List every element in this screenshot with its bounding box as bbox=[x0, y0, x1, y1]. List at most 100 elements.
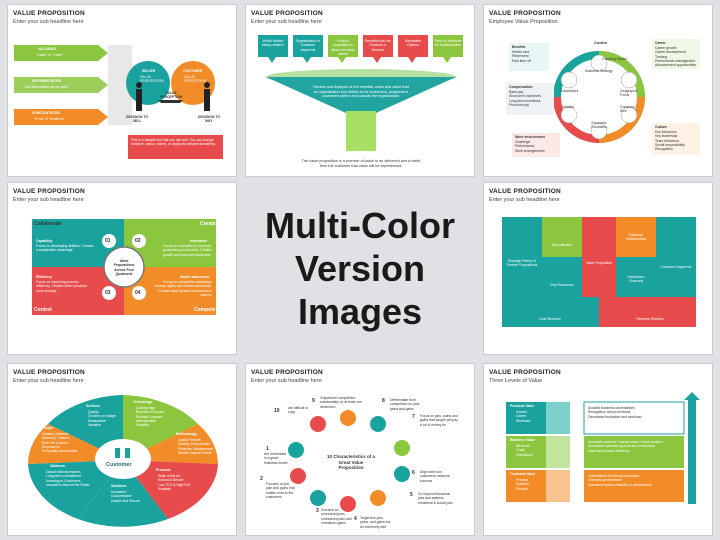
quadrant-num-3: 03 bbox=[105, 290, 111, 296]
item-6-num: 6 bbox=[412, 470, 415, 476]
slide-title: VALUE PROPOSITION bbox=[13, 369, 85, 376]
item-10-num: 10 bbox=[274, 408, 280, 414]
item-8-num: 8 bbox=[382, 398, 385, 404]
canvas-box-1: Strategic Partner & Partner Propositions bbox=[506, 259, 538, 268]
bar-3-head: SUBSTANTIATED bbox=[32, 111, 61, 115]
item-6-text: Align with how customers measure success bbox=[420, 470, 450, 483]
seg-3: Company Size bbox=[620, 105, 635, 114]
canvas-diagram bbox=[502, 217, 696, 327]
funnel-box-1: Which Market being created? bbox=[261, 39, 285, 48]
benefits-label: Benefits bbox=[512, 45, 526, 49]
customer-label: CUSTOMER bbox=[183, 69, 203, 73]
products-label: Products bbox=[156, 468, 171, 472]
item-2-text: Focuses on job, pain and gains that matt… bbox=[266, 482, 295, 499]
efficiency-label: Efficiency bbox=[36, 275, 53, 279]
quadrant-num-4: 04 bbox=[135, 290, 141, 296]
item-4-text: Target few jobs, pains, and gains but do… bbox=[360, 516, 391, 529]
slide-thumb-4[interactable]: VALUE PROPOSITION Enter your sub headlin… bbox=[7, 182, 237, 355]
slide-thumb-6[interactable]: VALUE PROPOSITION Enter your sub headlin… bbox=[7, 363, 237, 536]
item-9-text: Outperform competition substantially on … bbox=[320, 396, 362, 409]
gap-label: VALUE PERCEPTION GAP bbox=[160, 91, 183, 104]
quadrant-diagram bbox=[32, 219, 216, 315]
ten-center-title: 10 Characteristics of a Great Value Prop… bbox=[326, 454, 376, 471]
funnel-box-5: Alternative Options bbox=[404, 39, 422, 48]
item-1-num: 1 bbox=[266, 446, 269, 452]
note-text: This is a sample text that you can edit.… bbox=[131, 138, 216, 147]
control-label: Control bbox=[34, 307, 52, 313]
page-title-line-2: Version Images bbox=[294, 247, 426, 333]
slide-title: VALUE PROPOSITION bbox=[13, 10, 85, 17]
technology-label: Technology bbox=[133, 400, 152, 404]
compensation-label: Compensation bbox=[509, 85, 533, 89]
capability-label: Capability bbox=[36, 239, 53, 243]
content-label: Content bbox=[594, 41, 607, 45]
work-label: Work environment bbox=[515, 135, 545, 139]
item-9-num: 9 bbox=[312, 398, 315, 404]
slide-title: VALUE PROPOSITION bbox=[489, 369, 561, 376]
market-label: Market awareness bbox=[180, 275, 210, 279]
market-body: Focus on competitive advantage through a… bbox=[154, 280, 212, 297]
canvas-box-3: Value Proposition bbox=[585, 261, 613, 265]
page-title-block: Multi-Color Version Images bbox=[245, 182, 475, 355]
item-3-num: 3 bbox=[316, 508, 319, 514]
slide-subtitle: Enter your sub headline here bbox=[251, 378, 322, 384]
level-3-title: Technical Value bbox=[510, 472, 536, 476]
three-levels-diagram bbox=[506, 392, 700, 504]
capability-body: Focus on developing abilities. Creates a… bbox=[36, 244, 94, 253]
slide-subtitle: Three Levels of Value bbox=[489, 378, 543, 384]
slide-thumb-1[interactable]: VALUE PROPOSITION Enter your sub headlin… bbox=[7, 4, 237, 177]
slide-thumb-7[interactable]: VALUE PROPOSITION Enter your sub headlin… bbox=[245, 363, 475, 536]
item-1-text: Are embedded in a great business model bbox=[264, 452, 288, 465]
funnel-box-4: Benefits from the Products or Services bbox=[365, 39, 391, 52]
bar-3-body: "Proof" & "Evidence" bbox=[34, 117, 66, 121]
innovation-label: Innovation bbox=[190, 239, 208, 243]
canvas-box-2: Key Activities bbox=[552, 243, 572, 247]
slide-thumb-2[interactable]: VALUE PROPOSITION Enter your sub headlin… bbox=[245, 4, 475, 177]
item-8-text: Differentiate from competition on jobs, … bbox=[390, 398, 421, 411]
services-label: Services bbox=[86, 404, 100, 408]
create-label: Create bbox=[200, 221, 216, 227]
canvas-box-8: Cost Structure bbox=[539, 317, 561, 321]
item-3-text: Focuses on unresolved jobs, unresolved p… bbox=[321, 508, 352, 525]
slide-thumb-5[interactable]: VALUE PROPOSITION Enter your sub headlin… bbox=[483, 182, 713, 355]
bar-1-body: "I want" & "I need" bbox=[36, 53, 64, 57]
page-title-line-1: Multi-Color bbox=[265, 204, 455, 246]
seg-2: Geographic Focus bbox=[620, 89, 638, 98]
solutions-label: Solutions bbox=[111, 484, 127, 488]
career-label: Career bbox=[655, 41, 666, 45]
level-2-title: Business Value bbox=[510, 438, 535, 442]
slide-thumb-3[interactable]: VALUE PROPOSITION Employee Value Proposi… bbox=[483, 4, 713, 177]
culture-label: Culture bbox=[655, 125, 667, 129]
bar-1-head: VALUABLE bbox=[38, 47, 57, 51]
customer-ring-diagram bbox=[27, 395, 219, 527]
level-2-text: Increased revenue / market share / value… bbox=[588, 440, 663, 453]
slide-subtitle: Enter your sub headline here bbox=[13, 378, 84, 384]
value-pyramid-diagram bbox=[14, 45, 223, 159]
item-10-text: are difficult to copy bbox=[288, 406, 309, 415]
quadrant-center: Value Propositions Across Four Quadrants bbox=[113, 259, 135, 276]
bar-2-head: DIFFERENTIATED bbox=[32, 79, 61, 83]
efficiency-body: Focus on improving process efficiency. C… bbox=[36, 280, 88, 293]
canvas-box-7: Distribution Channels bbox=[627, 275, 645, 284]
canvas-box-6: Key Resources bbox=[550, 283, 574, 287]
customer-label: Customer bbox=[106, 462, 132, 468]
item-5-text: Go beyond functional jobs and address em… bbox=[418, 492, 453, 505]
funnel-box-6: Proof or evidence for Substantiation bbox=[434, 39, 462, 48]
seg-5: Industry bbox=[562, 105, 575, 109]
compete-label: Compete bbox=[194, 307, 216, 313]
quadrant-num-2: 02 bbox=[135, 238, 141, 244]
funnel-diagram bbox=[258, 35, 463, 151]
canvas-box-9: Revenue Streams bbox=[636, 317, 664, 321]
methodology-label: Methodology bbox=[176, 432, 198, 436]
slide-thumb-8[interactable]: VALUE PROPOSITION Three Levels of Value … bbox=[483, 363, 713, 536]
collaborate-label: Collaborate bbox=[34, 221, 62, 227]
